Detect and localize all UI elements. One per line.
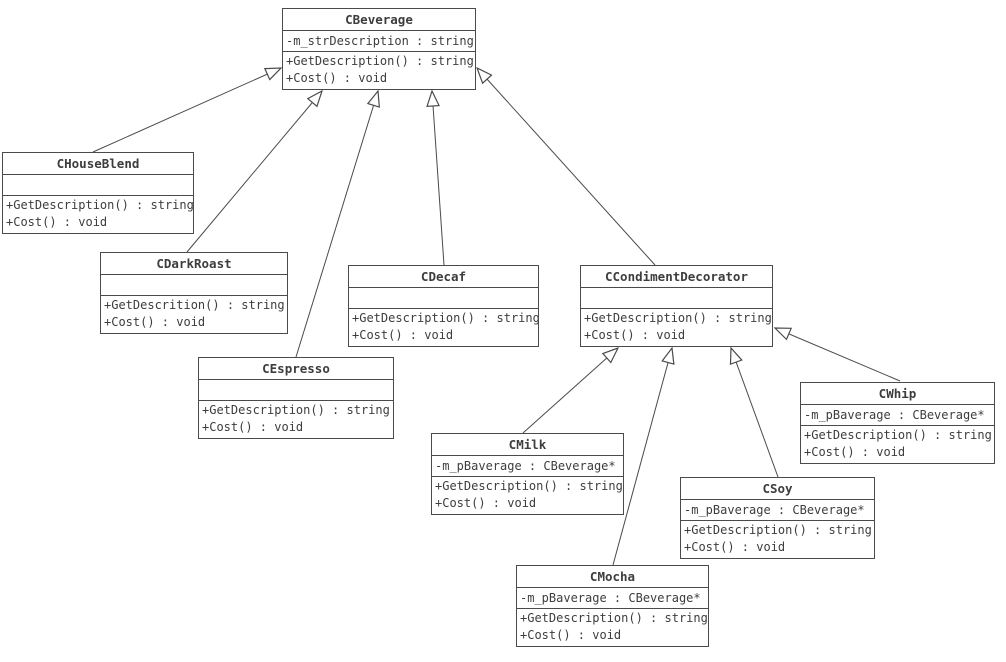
attribute: -m_strDescription : string — [286, 34, 474, 48]
method: +GetDescription() : string — [520, 611, 708, 625]
method: +GetDescription() : string — [435, 479, 623, 493]
method: +GetDescription() : string — [584, 311, 772, 325]
edge-CSoy-to-CCondimentDecorator — [731, 348, 779, 478]
class-attributes — [349, 288, 538, 309]
class-attributes: -m_strDescription : string — [283, 31, 475, 52]
method: +GetDescription() : string — [202, 403, 390, 417]
class-cwhip: CWhip -m_pBaverage : CBeverage* +GetDesc… — [800, 382, 995, 464]
class-name: CHouseBlend — [3, 153, 193, 175]
class-chouseblend: CHouseBlend +GetDescription() : string +… — [2, 152, 194, 234]
edge-CEspresso-to-CBeverage — [295, 91, 378, 358]
method: +Cost() : void — [6, 215, 108, 229]
edge-CMocha-to-CCondimentDecorator — [612, 348, 672, 566]
class-csoy: CSoy -m_pBaverage : CBeverage* +GetDescr… — [680, 477, 875, 559]
edge-CHouseBlend-to-CBeverage — [92, 68, 281, 153]
method: +Cost() : void — [286, 71, 388, 85]
class-ccondimentdecorator: CCondimentDecorator +GetDescription() : … — [580, 265, 773, 347]
class-cespresso: CEspresso +GetDescription() : string +Co… — [198, 357, 394, 439]
class-cbeverage: CBeverage -m_strDescription : string +Ge… — [282, 8, 476, 90]
method: +Cost() : void — [202, 420, 304, 434]
method: +Cost() : void — [352, 328, 454, 342]
method: +GetDescription() : string — [6, 198, 193, 212]
class-name: CEspresso — [199, 358, 393, 380]
class-methods: +GetDescription() : string +Cost() : voi… — [681, 521, 874, 558]
class-name: CSoy — [681, 478, 874, 500]
class-name: CDecaf — [349, 266, 538, 288]
class-attributes: -m_pBaverage : CBeverage* — [432, 456, 623, 477]
method: +Cost() : void — [584, 328, 686, 342]
method: +Cost() : void — [104, 315, 206, 329]
method: +Cost() : void — [435, 496, 537, 510]
class-methods: +GetDescription() : string +Cost() : voi… — [199, 401, 393, 438]
edge-CWhip-to-CCondimentDecorator — [775, 328, 901, 382]
attribute: -m_pBaverage : CBeverage* — [804, 408, 985, 422]
class-attributes — [199, 380, 393, 401]
method: +Cost() : void — [804, 445, 906, 459]
method: +GetDescrition() : string — [104, 298, 285, 312]
class-methods: +GetDescription() : string +Cost() : voi… — [581, 309, 772, 346]
class-attributes: -m_pBaverage : CBeverage* — [681, 500, 874, 521]
class-methods: +GetDescription() : string +Cost() : voi… — [349, 309, 538, 346]
class-cdarkroast: CDarkRoast +GetDescrition() : string +Co… — [100, 252, 288, 334]
class-name: CBeverage — [283, 9, 475, 31]
edge-CDecaf-to-CBeverage — [432, 91, 445, 266]
method: +GetDescription() : string — [286, 54, 474, 68]
class-methods: +GetDescription() : string +Cost() : voi… — [517, 609, 708, 646]
class-cmilk: CMilk -m_pBaverage : CBeverage* +GetDesc… — [431, 433, 624, 515]
class-name: CDarkRoast — [101, 253, 287, 275]
class-cmocha: CMocha -m_pBaverage : CBeverage* +GetDes… — [516, 565, 709, 647]
class-methods: +GetDescrition() : string +Cost() : void — [101, 296, 287, 333]
class-attributes — [101, 275, 287, 296]
class-name: CMocha — [517, 566, 708, 588]
class-methods: +GetDescription() : string +Cost() : voi… — [3, 196, 193, 233]
method: +Cost() : void — [520, 628, 622, 642]
method: +Cost() : void — [684, 540, 786, 554]
attribute: -m_pBaverage : CBeverage* — [684, 503, 865, 517]
attribute: -m_pBaverage : CBeverage* — [435, 459, 616, 473]
class-attributes: -m_pBaverage : CBeverage* — [801, 405, 994, 426]
class-name: CCondimentDecorator — [581, 266, 772, 288]
method: +GetDescription() : string — [804, 428, 992, 442]
method: +GetDescription() : string — [684, 523, 872, 537]
edge-CMilk-to-CCondimentDecorator — [522, 348, 618, 434]
method: +GetDescription() : string — [352, 311, 538, 325]
attribute: -m_pBaverage : CBeverage* — [520, 591, 701, 605]
class-methods: +GetDescription() : string +Cost() : voi… — [283, 52, 475, 89]
class-cdecaf: CDecaf +GetDescription() : string +Cost(… — [348, 265, 539, 347]
class-methods: +GetDescription() : string +Cost() : voi… — [801, 426, 994, 463]
class-attributes — [3, 175, 193, 196]
edge-CCondimentDecorator-to-CBeverage — [477, 68, 656, 266]
class-name: CWhip — [801, 383, 994, 405]
class-attributes — [581, 288, 772, 309]
class-methods: +GetDescription() : string +Cost() : voi… — [432, 477, 623, 514]
class-name: CMilk — [432, 434, 623, 456]
edge-CDarkRoast-to-CBeverage — [186, 91, 322, 253]
class-attributes: -m_pBaverage : CBeverage* — [517, 588, 708, 609]
